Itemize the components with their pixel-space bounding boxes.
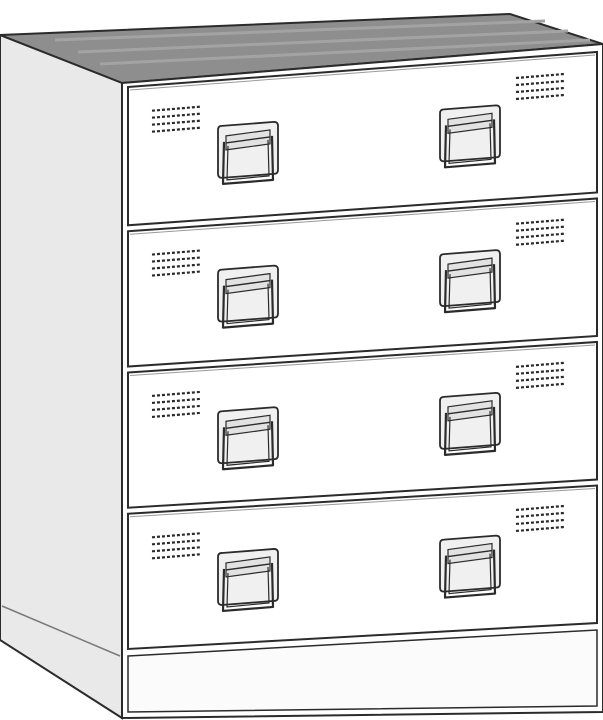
vent-slot xyxy=(151,539,201,546)
drawer-front xyxy=(127,340,598,509)
drawer[interactable] xyxy=(127,484,598,651)
handle-pull-inner xyxy=(226,566,270,608)
handle-pull-inner xyxy=(448,553,492,595)
handle-pull-inner xyxy=(448,410,492,452)
vent-slot xyxy=(151,411,201,419)
handle-pull xyxy=(221,135,275,186)
vent-slots xyxy=(515,361,565,389)
vent-slot xyxy=(515,375,565,382)
handle-bar xyxy=(447,119,493,128)
vent-slot xyxy=(515,361,565,368)
vent-slot xyxy=(151,126,201,133)
vent-slot xyxy=(515,72,565,80)
vent-slot xyxy=(515,382,565,389)
handle-pull-inner xyxy=(226,283,270,325)
vent-slot xyxy=(151,249,201,256)
drawer-handle[interactable] xyxy=(439,104,501,169)
handle-pull xyxy=(443,549,497,599)
vent-slots xyxy=(515,218,565,246)
drawer-top-shadow xyxy=(129,488,596,518)
vent-slot xyxy=(515,86,565,94)
vent-slot xyxy=(515,511,565,519)
vent-slot xyxy=(151,546,201,553)
drawer-handle[interactable] xyxy=(217,406,279,471)
vent-slot xyxy=(515,239,565,246)
vent-slot xyxy=(515,525,565,533)
handle-pull-inner xyxy=(226,425,270,466)
drawer-cabinet xyxy=(0,12,603,720)
handle-bar xyxy=(225,279,271,288)
handle-pull-inner xyxy=(226,139,270,181)
vent-slots xyxy=(151,390,201,419)
vent-slot xyxy=(515,504,565,512)
vent-slot xyxy=(151,263,201,270)
drawer-stack xyxy=(127,50,598,651)
drawer-handle[interactable] xyxy=(217,548,279,613)
cabinet-top-stripe xyxy=(54,19,546,42)
drawer-handle[interactable] xyxy=(439,534,501,599)
vent-slot xyxy=(515,79,565,87)
handle-bar xyxy=(225,421,271,429)
drawer-top-shadow xyxy=(129,201,596,235)
vent-slot xyxy=(151,390,201,398)
drawer-handle[interactable] xyxy=(439,391,501,456)
handle-pull xyxy=(443,264,497,314)
handle-pull xyxy=(443,406,497,456)
cabinet-top-stripe xyxy=(77,29,569,54)
handle-pull xyxy=(221,279,275,329)
drawer-handle[interactable] xyxy=(439,249,501,314)
handle-bar xyxy=(447,407,493,415)
vent-slot xyxy=(151,112,201,119)
handle-pull-inner xyxy=(448,123,492,165)
handle-bar xyxy=(225,563,271,571)
drawer-handle[interactable] xyxy=(217,121,279,186)
handle-pull xyxy=(443,119,497,169)
vent-slot xyxy=(515,225,565,232)
vent-slots xyxy=(151,532,201,560)
drawer-top-shadow xyxy=(129,344,596,376)
vent-slot xyxy=(515,232,565,239)
handle-pull xyxy=(221,421,275,471)
vent-slot xyxy=(151,404,201,412)
vent-slot xyxy=(515,93,565,101)
handle-pull xyxy=(221,562,275,613)
handle-bar xyxy=(225,136,271,144)
vent-slot xyxy=(151,397,201,405)
drawer[interactable] xyxy=(127,197,598,368)
vent-slots xyxy=(515,504,565,533)
vent-slots xyxy=(151,249,201,277)
cabinet-top-stripe xyxy=(99,38,591,66)
vent-slot xyxy=(151,256,201,263)
vent-slot xyxy=(151,119,201,126)
cabinet-side-base-line xyxy=(1,605,121,657)
drawer[interactable] xyxy=(127,50,598,227)
cabinet-plinth xyxy=(127,629,598,713)
handle-bar xyxy=(447,264,493,272)
drawer-top-shadow xyxy=(129,54,596,91)
vent-slot xyxy=(151,553,201,560)
vent-slot xyxy=(515,518,565,526)
vent-slot xyxy=(151,532,201,539)
drawer-handle[interactable] xyxy=(217,264,279,329)
vent-slot xyxy=(151,270,201,277)
vent-slot xyxy=(515,368,565,375)
vent-slots xyxy=(515,72,565,101)
vent-slot xyxy=(515,218,565,225)
handle-bar xyxy=(447,549,493,558)
drawer-front xyxy=(127,197,598,368)
vent-slot xyxy=(151,105,201,112)
cabinet-side-panel xyxy=(0,33,123,720)
handle-pull-inner xyxy=(448,268,492,309)
vent-slots xyxy=(151,105,201,133)
drawer[interactable] xyxy=(127,340,598,509)
